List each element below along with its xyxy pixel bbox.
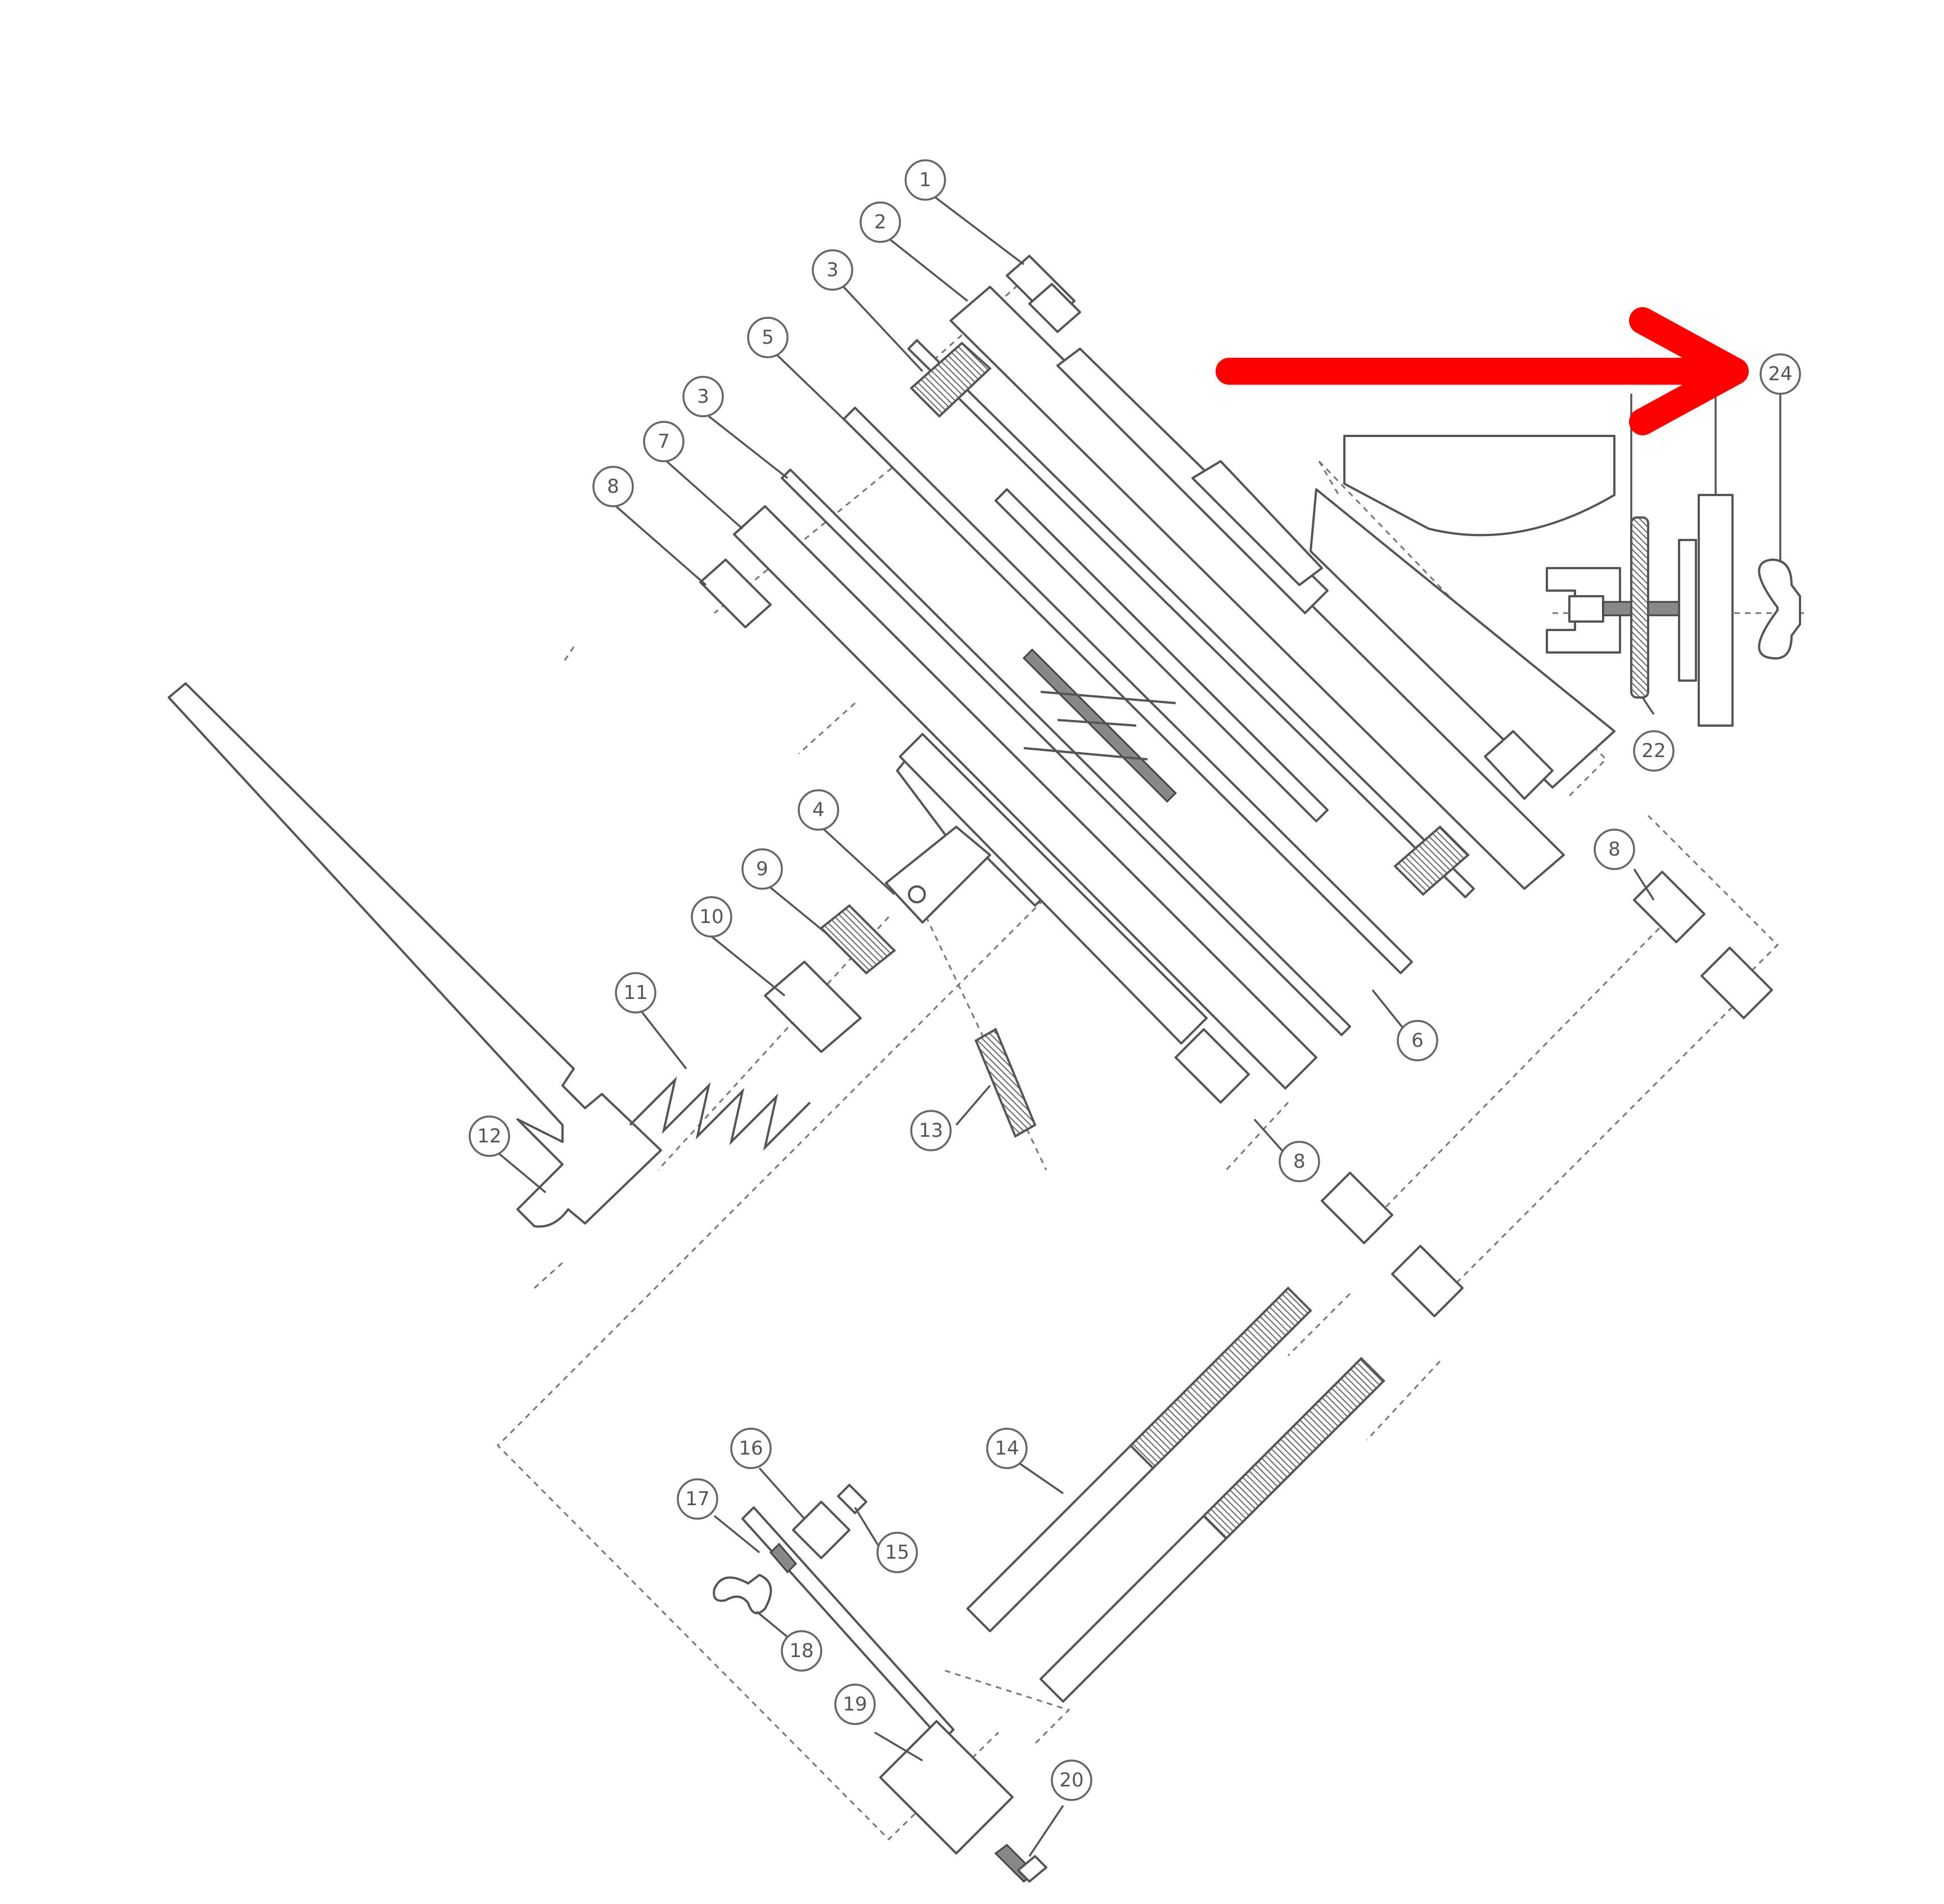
part-3-strip-upper [907,339,1475,898]
callout-c5: 5 [747,317,789,358]
part-11-spring [629,1076,811,1151]
part-9-coupling [820,904,896,975]
callout-label: 8 [1293,1150,1306,1173]
callout-label: 24 [1768,363,1792,385]
callout-c7: 7 [643,421,685,462]
wheel [1698,494,1734,727]
callout-c15: 15 [876,1532,918,1573]
callout-c14: 14 [986,1428,1028,1469]
callout-c3b: 3 [682,376,724,417]
part-22-disk [1630,516,1649,699]
callout-c2: 2 [860,201,901,243]
part-5-plate [843,407,1413,974]
part-15-screw [837,1484,867,1514]
callout-c13: 13 [910,1110,952,1151]
callout-c6: 6 [1397,1020,1438,1061]
callout-label: 1 [919,169,932,191]
callout-label: 13 [919,1119,943,1142]
callout-label: 4 [812,799,825,821]
callout-c8a: 8 [592,466,634,507]
callout-c17: 17 [677,1478,718,1520]
callout-c16: 16 [730,1428,772,1469]
callout-label: 11 [623,982,647,1004]
callout-label: 8 [1608,838,1621,861]
callout-label: 18 [789,1640,813,1662]
callout-c3a: 3 [812,249,853,291]
part-19-block [879,1720,1014,1855]
callout-label: 19 [843,1693,867,1716]
callout-label: 5 [762,326,774,349]
callout-c19: 19 [834,1684,876,1725]
part-7-base-plate [733,505,1317,1090]
callout-c8b: 8 [1279,1141,1320,1182]
part-3-threaded-insert [910,341,992,418]
callout-c20: 20 [1051,1759,1092,1801]
head-block [1343,435,1616,537]
callout-label: 16 [739,1437,763,1460]
part-2-frame-plate [950,286,1565,890]
callout-label: 7 [658,430,670,453]
frame-assembly [733,286,1565,1090]
part-2-block [1191,460,1323,586]
part-17-slot [769,1542,798,1574]
callout-c4: 4 [798,789,839,831]
callout-label: 12 [477,1125,501,1147]
callout-c8c: 8 [1594,829,1635,870]
part-12-handle [168,682,662,1228]
callout-c22: 22 [1633,730,1675,772]
part-13-pin [974,1028,1037,1138]
head-nut [1484,730,1554,800]
callout-label: 17 [685,1488,709,1510]
callout-c10: 10 [691,896,732,938]
callout-label: 3 [697,385,709,408]
part-14-rods [966,1286,1385,1703]
part-8-nuts [699,559,1773,1317]
callout-label: 6 [1411,1029,1424,1052]
part-10-sleeve [764,961,862,1053]
part-1-nut [1006,255,1081,333]
part-18-wing [713,1574,772,1614]
clevis-bolt [1568,595,1604,623]
part-4-tab [885,826,991,924]
part-adjust-bar [1022,648,1177,803]
callout-label: 3 [826,259,839,281]
callout-c18: 18 [781,1630,822,1672]
callout-c1: 1 [904,159,946,201]
head-assembly [1310,388,1801,800]
red-arrow-icon [1216,307,1749,435]
callout-label: 8 [607,475,619,498]
part-inner-slot [994,488,1329,822]
part-24-wing-nut [1758,559,1801,660]
callout-label: 15 [885,1541,909,1564]
callout-label: 9 [756,858,768,880]
callout-c9: 9 [741,848,783,890]
part-16-block [792,1501,850,1559]
head-body [1310,488,1616,789]
callout-label: 22 [1641,740,1666,762]
wheel-hub [1678,539,1697,682]
callout-label: 10 [699,906,723,928]
callout-label: 14 [994,1437,1019,1460]
callout-c24: 24 [1760,353,1801,395]
part-17-bar [741,1506,955,1742]
callout-label: 20 [1059,1769,1083,1792]
callout-label: 2 [874,211,886,233]
leader-lines [494,193,1655,1857]
callout-c11: 11 [615,972,656,1014]
part-4-lower-plate [899,733,1208,1045]
callout-c12: 12 [469,1115,510,1157]
